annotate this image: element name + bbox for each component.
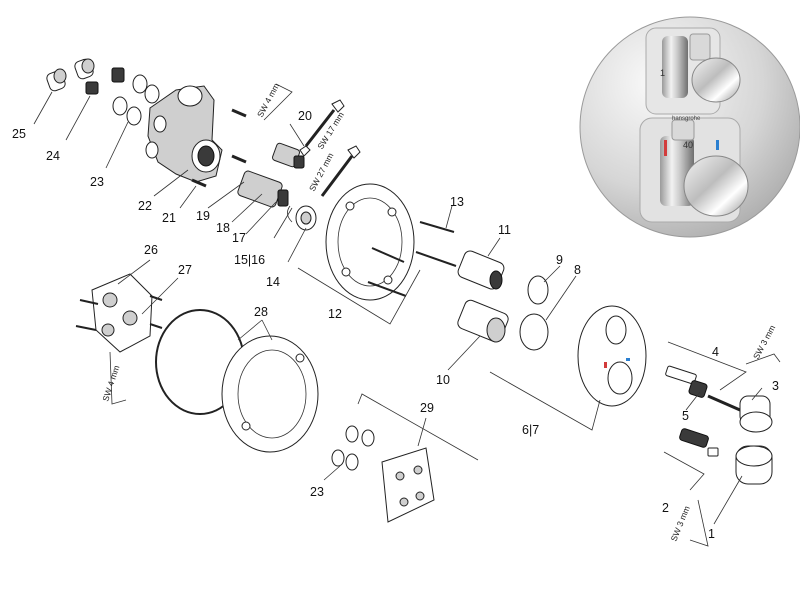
allen-key-4mm-top: [263, 83, 293, 121]
part-3-handle: [739, 395, 773, 433]
part-22-valve-body: [145, 85, 223, 183]
label-18: 18: [216, 221, 230, 235]
part-20-cartridge: [271, 142, 305, 169]
label-9: 9: [556, 253, 563, 267]
wrench-27mm: [320, 145, 361, 197]
allen-key-3mm-right: [745, 353, 781, 365]
part-12-mounting-plate: [325, 183, 415, 301]
allen-key-3mm-bottom: [689, 499, 709, 547]
part-10-extension: [457, 299, 509, 343]
part-6-7-trim-plate: [577, 305, 647, 407]
tool-label-sw3-right: SW 3 mm: [751, 323, 777, 361]
label-15-16: 15|16: [234, 253, 265, 267]
allen-key-4mm-left: [109, 351, 127, 405]
label-3: 3: [772, 379, 779, 393]
label-22: 22: [138, 199, 152, 213]
part-13-screws: [367, 221, 457, 297]
part-8-seal: [519, 313, 549, 351]
label-20: 20: [298, 109, 312, 123]
part-4-spindle: [665, 365, 741, 412]
part-2-extension: [679, 428, 719, 457]
part-25-caps: [46, 58, 95, 92]
label-28: 28: [254, 305, 268, 319]
part-28-seal-frame: [155, 309, 319, 453]
label-13: 13: [450, 195, 464, 209]
label-6-7: 6|7: [522, 423, 539, 437]
label-1: 1: [708, 527, 715, 541]
label-23-bottom: 23: [310, 485, 324, 499]
tool-label-sw4-top: SW 4 mm: [255, 81, 281, 119]
label-17: 17: [232, 231, 246, 245]
brand-text: hansgrohe: [672, 116, 701, 122]
tool-label-sw3-bottom: SW 3 mm: [669, 504, 692, 542]
temperature-text: 40: [683, 140, 693, 150]
part-24-fittings: [85, 67, 125, 95]
label-12: 12: [328, 307, 342, 321]
label-27: 27: [178, 263, 192, 277]
label-24: 24: [46, 149, 60, 163]
wrench-17mm: [299, 99, 345, 157]
svg-text:1: 1: [660, 68, 665, 78]
label-5: 5: [682, 409, 689, 423]
label-21: 21: [162, 211, 176, 225]
label-29: 29: [420, 401, 434, 415]
part-29-cover-plate: [381, 447, 435, 523]
leader-lines: [33, 91, 763, 525]
label-10: 10: [436, 373, 450, 387]
label-23-top: 23: [90, 175, 104, 189]
part-19-thermo-cartridge: [237, 170, 289, 208]
tool-label-sw4-left: SW 4 mm: [100, 364, 121, 403]
label-26: 26: [144, 243, 158, 257]
label-14: 14: [266, 275, 280, 289]
part-1-handle: [735, 445, 773, 485]
label-8: 8: [574, 263, 581, 277]
part-23-orings-bottom: [331, 425, 375, 471]
label-2: 2: [662, 501, 669, 515]
part-9-seal: [527, 275, 549, 305]
label-25: 25: [12, 127, 26, 141]
part-21-screws: [191, 108, 247, 188]
part-5-adapter: [688, 380, 708, 398]
label-19: 19: [196, 209, 210, 223]
part-23-orings: [112, 74, 160, 126]
product-photo: hansgrohe 40 1: [579, 16, 800, 238]
part-14-16-nut-clip: [287, 205, 317, 231]
label-11: 11: [498, 223, 511, 237]
tool-label-sw27: SW 27 mm: [307, 151, 336, 193]
label-4: 4: [712, 345, 719, 359]
part-26-27-bracket: [75, 273, 163, 353]
part-11-extension: [457, 250, 505, 290]
